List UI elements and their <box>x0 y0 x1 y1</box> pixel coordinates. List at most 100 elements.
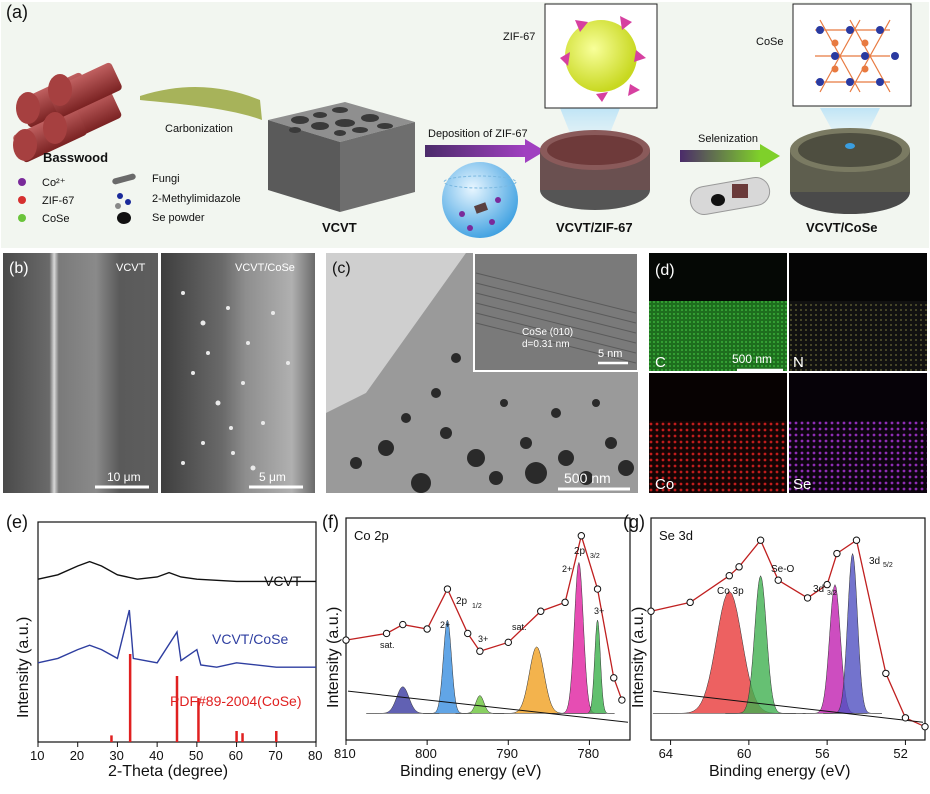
svg-text:Se powder: Se powder <box>152 212 205 224</box>
xrd-xtick-label: 40 <box>149 748 163 763</box>
basswood-logs <box>13 62 122 163</box>
xrd-xtick-label: 50 <box>189 748 203 763</box>
se3d-point <box>823 580 831 589</box>
sem-vcvt-scale: 10 μm <box>107 470 141 484</box>
vcvt-cose-disk <box>790 128 910 214</box>
co2p-annot-2p: 2p <box>456 596 468 607</box>
se3d-annot-co3p: Co 3p <box>717 586 744 597</box>
co2p-point <box>464 629 472 638</box>
tem-scale: 500 nm <box>564 470 611 486</box>
panel-a: (a) Basswood Carbonization VCVT <box>0 0 930 250</box>
co2p-point <box>561 598 569 607</box>
se3d-annot-3d52: 3d <box>869 556 880 567</box>
se3d-xtick-label: 52 <box>893 746 907 761</box>
co2p-peak <box>455 695 505 714</box>
panel-b-images: (b) VCVT VCVT/CoSe 10 μm 5 μm <box>3 253 315 493</box>
xrd-ylabel: Intensity (a.u.) <box>15 617 32 718</box>
se3d-point <box>725 572 733 580</box>
tem-inset <box>473 252 639 372</box>
co2p-annot-2plus1: 2+ <box>440 620 450 630</box>
xrd-xtick-label: 20 <box>70 748 84 763</box>
co2p-annot-3plus2: 3+ <box>594 606 604 616</box>
co2p-point <box>537 607 545 615</box>
panel-e: (e) Intensity (a.u.) 2-Theta (degree) VC… <box>0 508 330 789</box>
se3d-xtick-label: 56 <box>815 746 829 761</box>
se3d-peak <box>823 552 882 714</box>
sem-cose-scale: 5 μm <box>259 470 286 484</box>
vcvt-label: VCVT <box>322 220 357 235</box>
se3d-point <box>882 669 890 678</box>
co2p-point <box>382 629 391 638</box>
sem-cose-title: VCVT/CoSe <box>235 262 295 274</box>
cose-atoms-orange <box>831 39 869 73</box>
vcvt-zif-disk <box>540 130 650 210</box>
panel-g: (g) Se 3d Intensity (a.u.) Binding energ… <box>621 508 930 789</box>
xrd-xlabel: 2-Theta (degree) <box>108 763 228 780</box>
carbonization-label: Carbonization <box>165 123 233 135</box>
co2p-peak-fills <box>366 561 615 714</box>
selenization-label: Selenization <box>698 133 758 145</box>
sem-vcvt-title: VCVT <box>116 262 146 274</box>
se3d-baseline <box>652 690 924 723</box>
se3d-peak-fills <box>652 552 882 714</box>
tem-lattice-fringes <box>475 272 637 364</box>
tube-furnace <box>689 176 771 216</box>
xrd-series-pdf-label: PDF#89-2004(CoSe) <box>170 693 302 709</box>
se3d-peak <box>725 575 796 714</box>
svg-text:ZIF-67: ZIF-67 <box>42 195 74 207</box>
svg-text:2-Methylimidazole: 2-Methylimidazole <box>152 193 241 205</box>
se3d-point <box>803 594 812 602</box>
se3d-chart: (g) Se 3d Intensity (a.u.) Binding energ… <box>623 512 929 780</box>
xrd-line-cose <box>37 609 316 668</box>
eds-se-label: Se <box>793 476 811 493</box>
eds-scale: 500 nm <box>732 352 772 366</box>
co2p-plot-frame <box>345 517 631 741</box>
eds-co-label: Co <box>655 476 674 493</box>
xrd-xtick-label: 80 <box>308 748 322 763</box>
basswood-label: Basswood <box>43 150 108 165</box>
tem-inset-dspacing: d=0.31 nm <box>522 339 570 350</box>
se3d-annot-seo: Se-O <box>771 564 795 575</box>
se3d-peak <box>652 590 806 714</box>
se3d-annot-52: 5/2 <box>883 562 893 569</box>
se3d-xtick-label: 64 <box>659 746 673 761</box>
panel-d: (d) C N Co Se 500 nm <box>649 253 927 493</box>
co2p-annot-3plus1: 3+ <box>478 634 488 644</box>
se3d-annot-32: 3/2 <box>827 590 837 597</box>
panel-g-label: (g) <box>623 512 645 532</box>
panel-a-schematic: (a) Basswood Carbonization VCVT <box>0 0 930 250</box>
co2p-annot-sat1: sat. <box>380 640 395 650</box>
co2p-point <box>399 620 407 629</box>
svg-text:Fungi: Fungi <box>152 173 180 185</box>
vcvt-block <box>268 102 415 212</box>
se3d-point <box>647 607 655 615</box>
co2p-chart: (f) Co 2p Intensity (a.u.) Binding energ… <box>322 512 631 780</box>
xrd-xtick-label: 70 <box>268 748 282 763</box>
cose-atoms-blue <box>816 26 899 86</box>
co2p-xtick-label: 800 <box>415 746 437 761</box>
se3d-point <box>774 576 782 584</box>
co2p-point <box>443 585 452 593</box>
co2p-xtick-label: 810 <box>334 746 356 761</box>
svg-text:CoSe: CoSe <box>42 213 70 225</box>
co2p-ylabel: Intensity (a.u.) <box>325 607 342 708</box>
cose-inset-label: CoSe <box>756 36 784 48</box>
deposition-label: Deposition of ZIF-67 <box>428 128 528 140</box>
panel-d-label: (d) <box>655 262 675 279</box>
co2p-envelope <box>345 533 623 701</box>
eds-n-label: N <box>793 354 804 371</box>
tem-inset-plane: CoSe (010) <box>522 327 573 338</box>
se3d-point <box>921 722 929 731</box>
co2p-xlabel: Binding energy (eV) <box>400 763 541 780</box>
vcvt-cose-label: VCVT/CoSe <box>806 220 878 235</box>
co2p-point <box>342 636 350 644</box>
co2p-point <box>476 647 484 655</box>
panel-a-legend: Co²⁺ ZIF-67 CoSe Fungi 2-Methylimidazole… <box>18 173 241 225</box>
se3d-point <box>756 536 765 544</box>
se3d-point <box>686 598 694 607</box>
deposition-arrow <box>425 145 525 157</box>
vcvt-zif-label: VCVT/ZIF-67 <box>556 220 633 235</box>
panel-e-label: (e) <box>6 512 28 532</box>
